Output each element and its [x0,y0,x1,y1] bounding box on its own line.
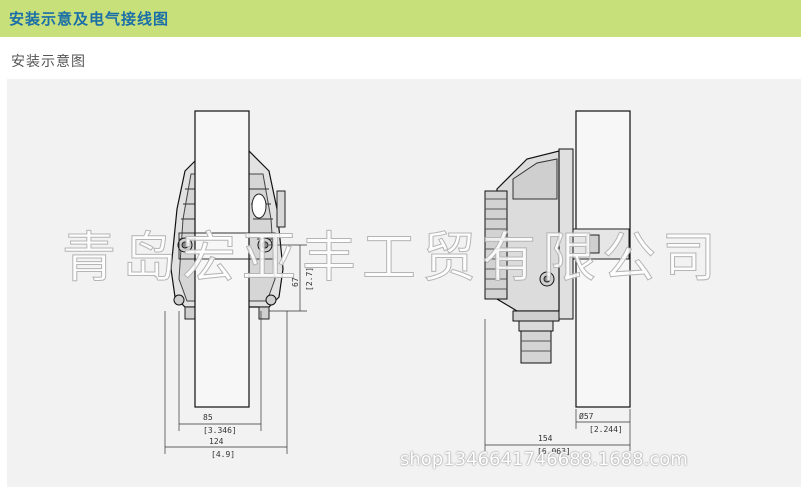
header-bar: 安装示意及电气接线图 [0,0,801,37]
side-view-dimensions [484,319,631,451]
drawing-panel: 85 [3.346] 124 [4.9] 67 [2.7] [7,79,801,487]
watermark-company-name: 青岛宏亚丰工贸有限公司 [62,226,722,290]
side-dim-154: 154 [538,434,553,443]
front-dim-67: 67 [291,277,300,287]
front-dim-85-in: [3.346] [203,426,237,435]
header-title: 安装示意及电气接线图 [9,10,170,28]
front-dim-67-in: [2.7] [305,267,314,291]
front-view-dimensions [164,244,307,454]
side-view [484,110,631,408]
front-dim-124: 124 [209,437,224,446]
side-dim-57: Ø57 [579,411,594,421]
side-dim-154-in: [6.063] [537,447,571,456]
side-dim-57-in: [2.244] [589,425,623,434]
installation-drawing: 85 [3.346] 124 [4.9] 67 [2.7] [164,110,631,459]
shop-url-watermark: shop1346641746688.1688.com [400,449,688,470]
front-view [170,110,286,408]
front-dim-85: 85 [203,413,213,422]
section-subtitle: 安装示意图 [11,54,86,70]
front-dim-124-in: [4.9] [211,450,235,459]
